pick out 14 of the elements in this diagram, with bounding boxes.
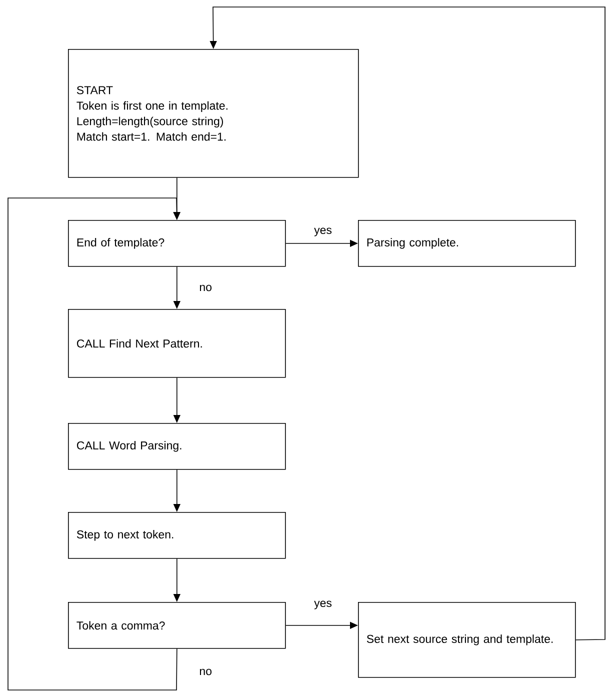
edge-label: no	[198, 668, 213, 676]
edge-label: no	[198, 284, 213, 292]
end-box: Parsing complete.	[358, 220, 576, 267]
edge-label: yes	[313, 600, 333, 610]
process-box: CALL Find Next Pattern.	[68, 309, 286, 378]
arrow	[210, 6, 606, 640]
start-box: START Token is first one in template. Length=length(source string) Match start=1. Match end=1.	[68, 49, 359, 178]
process-box: Set next source string and template.	[358, 602, 576, 678]
process-box: End of template?	[68, 220, 286, 267]
process-box: CALL Word Parsing.	[68, 423, 286, 470]
process-box: Token a comma?	[68, 602, 286, 649]
arrow	[8, 198, 180, 690]
process-box: Step to next token.	[68, 512, 286, 559]
edge-label: yes	[313, 226, 333, 238]
